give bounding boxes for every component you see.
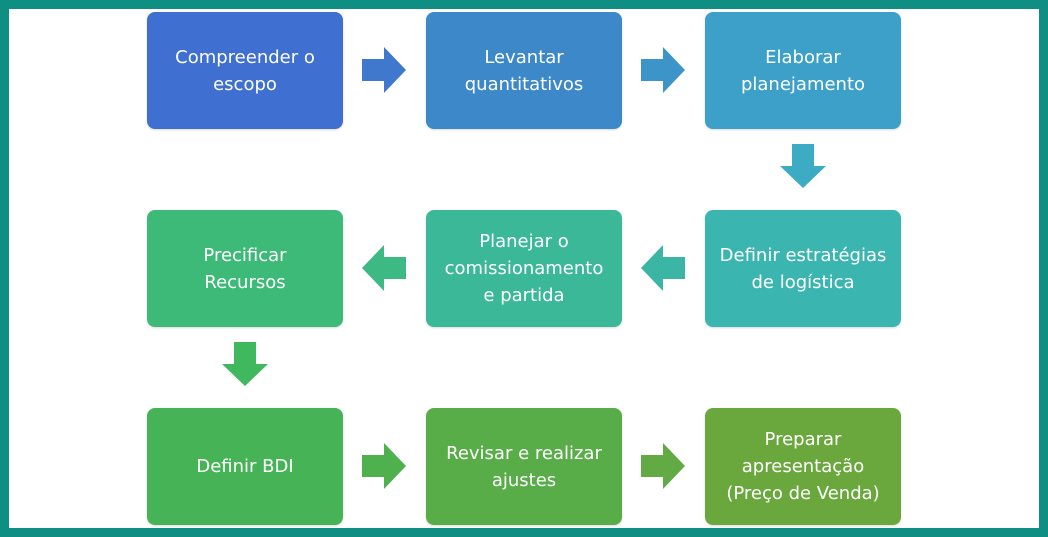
step-levantar-quantitativos: Levantar quantitativos [426, 12, 622, 129]
step-label: Compreender o escopo [175, 46, 315, 95]
step-label: Preparar apresentação (Preço de Venda) [726, 429, 880, 504]
arrow-right-icon [362, 443, 406, 489]
arrow-down-icon [222, 342, 268, 386]
step-definir-bdi: Definir BDI [147, 408, 343, 525]
step-preparar-apresentacao: Preparar apresentação (Preço de Venda) [705, 408, 901, 525]
arrow-right-icon [362, 47, 406, 93]
step-label: Definir BDI [196, 456, 294, 477]
flowchart-canvas: Compreender o escopo Levantar quantitati… [9, 9, 1039, 528]
step-compreender-escopo: Compreender o escopo [147, 12, 343, 129]
step-precificar-recursos: Precificar Recursos [147, 210, 343, 327]
arrow-right-icon [641, 443, 685, 489]
arrow-left-icon [641, 245, 685, 291]
step-label: Levantar quantitativos [464, 46, 584, 95]
step-elaborar-planejamento: Elaborar planejamento [705, 12, 901, 129]
step-label: Revisar e realizar ajustes [446, 442, 602, 491]
arrow-down-icon [780, 144, 826, 188]
arrow-right-icon [641, 47, 685, 93]
arrow-left-icon [362, 245, 406, 291]
step-label: Definir estratégias de logística [719, 244, 887, 293]
step-definir-estrategias-logistica: Definir estratégias de logística [705, 210, 901, 327]
step-label: Elaborar planejamento [740, 46, 866, 95]
step-label: Planejar o comissionamento e partida [444, 231, 604, 306]
step-revisar-ajustes: Revisar e realizar ajustes [426, 408, 622, 525]
step-label: Precificar Recursos [203, 244, 287, 293]
step-planejar-comissionamento: Planejar o comissionamento e partida [426, 210, 622, 327]
